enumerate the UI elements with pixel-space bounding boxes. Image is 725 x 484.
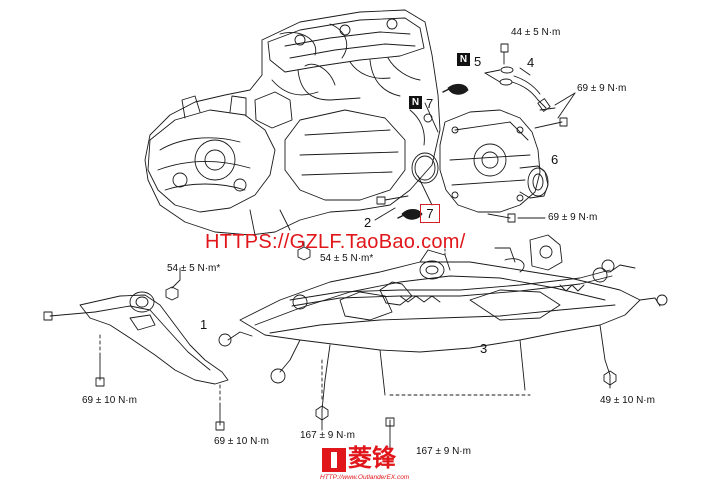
torque-label-167-right: 167 ± 9 N·m <box>416 446 471 457</box>
callout-7-boxed: 7 <box>420 204 440 223</box>
torque-label-54-center: 54 ± 5 N·m* <box>320 253 374 264</box>
transfer-case-assembly <box>411 109 549 213</box>
bolt-2-and-plug <box>374 83 469 221</box>
transfer-case-bolts <box>487 92 576 223</box>
non-reusable-marker-n5: N <box>457 53 470 66</box>
torque-label-49: 49 ± 10 N·m <box>600 395 655 406</box>
torque-label-69-upper: 69 ± 9 N·m <box>577 83 627 94</box>
callout-4: 4 <box>527 55 535 70</box>
non-reusable-marker-n7: N <box>409 96 422 109</box>
torque-label-69-lower: 69 ± 9 N·m <box>548 212 598 223</box>
front-crossmember-subframe <box>218 234 668 411</box>
logo-url: HTTP://www.OutlanderEX.com <box>320 474 410 481</box>
torque-label-167-left: 167 ± 9 N·m <box>300 430 355 441</box>
torque-label-54-left: 54 ± 5 N·m* <box>167 263 221 274</box>
watermark-url: HTTPS://GZLF.TaoBao.com/ <box>205 231 466 253</box>
logo-wordmark: 菱锋 <box>348 444 396 472</box>
callout-6: 6 <box>551 152 559 167</box>
torque-label-69-10-left: 69 ± 10 N·m <box>82 395 137 406</box>
callout-5: 5 <box>474 54 482 69</box>
torque-label-69-10-bottom: 69 ± 10 N·m <box>214 436 269 447</box>
callout-1: 1 <box>200 317 208 332</box>
callout-2: 2 <box>364 215 372 230</box>
front-roll-stopper-bracket <box>43 267 229 431</box>
outlanderex-logo-mark <box>322 448 346 472</box>
subframe-bolts <box>315 370 617 449</box>
torque-label-44: 44 ± 5 N·m <box>511 27 561 38</box>
vent-hose-fittings <box>484 43 551 112</box>
callout-7-upper: 7 <box>426 96 434 111</box>
center-mount-nut <box>297 241 311 261</box>
callout-3: 3 <box>480 341 488 356</box>
engine-transmission-assembly <box>144 9 441 236</box>
